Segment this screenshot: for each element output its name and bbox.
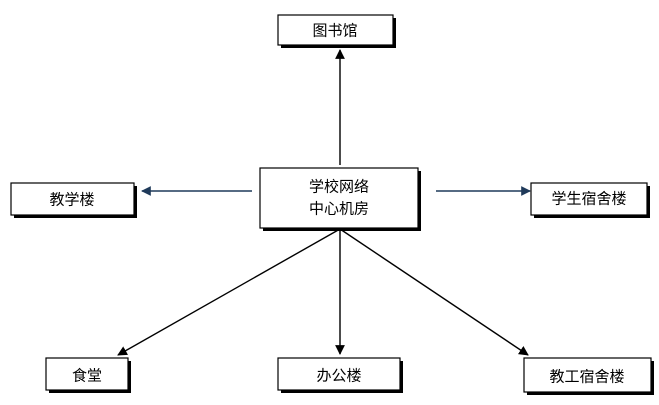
node-student-dorm-label: 学生宿舍楼 (551, 190, 626, 208)
node-staff-dorm-label: 教工宿舍楼 (549, 368, 624, 386)
edge-center-to-staff-dorm (339, 228, 529, 356)
node-staff-dorm: 教工宿舍楼 (523, 357, 654, 395)
node-student-dorm: 学生宿舍楼 (530, 182, 650, 218)
node-canteen-label: 食堂 (72, 367, 102, 385)
node-canteen: 食堂 (45, 357, 131, 393)
node-network-center-line2: 中心机房 (309, 200, 369, 218)
node-office-building-label: 办公楼 (316, 367, 361, 385)
node-network-center-line1: 学校网络 (309, 178, 369, 196)
node-teaching-building-label: 教学楼 (49, 191, 94, 209)
node-teaching-building: 教学楼 (10, 182, 137, 218)
node-office-building: 办公楼 (277, 357, 403, 393)
node-network-center: 学校网络 中心机房 (259, 167, 421, 231)
node-library-label: 图书馆 (312, 22, 357, 40)
node-library: 图书馆 (277, 14, 396, 48)
edge-center-to-canteen (117, 228, 341, 356)
